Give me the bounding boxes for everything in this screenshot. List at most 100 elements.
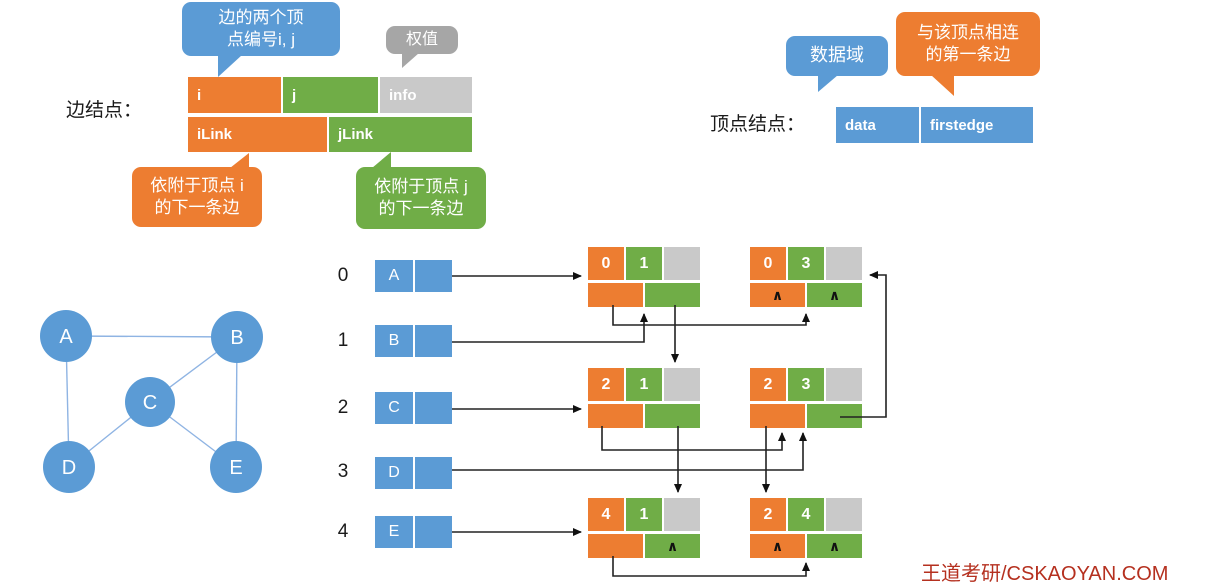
vertex-box-D: D bbox=[375, 457, 452, 489]
vertex-firstedge-cell bbox=[415, 516, 452, 548]
edge-j-cell: 3 bbox=[788, 247, 824, 280]
edge-i-cell: 0 bbox=[588, 247, 624, 280]
vertex-firstedge-cell bbox=[415, 325, 452, 357]
cell-jlink: jLink bbox=[329, 117, 472, 152]
edge-ilink-cell: ∧ bbox=[750, 283, 805, 307]
callout-line: 依附于顶点 j bbox=[374, 177, 468, 197]
edge-node-2-1: 2 1 bbox=[588, 368, 700, 428]
vertex-index: 1 bbox=[337, 330, 349, 351]
edge-info-cell bbox=[664, 498, 700, 531]
graph-node-label: D bbox=[62, 457, 76, 479]
watermark: 王道考研/CSKAOYAN.COM bbox=[921, 563, 1169, 585]
callout-line: 的下一条边 bbox=[154, 198, 240, 217]
graph-node bbox=[210, 441, 262, 493]
graph-node bbox=[125, 377, 175, 427]
edge-template-row1: i j info bbox=[188, 77, 472, 113]
vertex-data-cell: D bbox=[375, 457, 413, 489]
vertex-index: 0 bbox=[337, 265, 349, 286]
graph-node bbox=[40, 310, 92, 362]
callout-line: 边的两个顶 bbox=[218, 8, 304, 28]
graph-node bbox=[43, 441, 95, 493]
vertex-box-E: E bbox=[375, 516, 452, 548]
callout-line: 权值 bbox=[405, 30, 438, 48]
edge-j-cell: 3 bbox=[788, 368, 824, 401]
edge-ilink-cell bbox=[588, 283, 643, 307]
edge-jlink-cell bbox=[807, 404, 862, 428]
callout-line: 的下一条边 bbox=[378, 199, 464, 218]
vertex-box-B: B bbox=[375, 325, 452, 357]
vertex-template-row: data firstedge bbox=[836, 107, 1033, 143]
edge-ilink-cell: ∧ bbox=[750, 534, 805, 558]
callout-edge-vertices: 边的两个顶 点编号i, j bbox=[182, 2, 340, 56]
cell-data: data bbox=[836, 107, 919, 143]
edge-info-cell bbox=[664, 247, 700, 280]
vertex-firstedge-cell bbox=[415, 457, 452, 489]
callout-line: 数据域 bbox=[810, 45, 864, 66]
vertex-firstedge-cell bbox=[415, 392, 452, 424]
graph-node-label: B bbox=[230, 327, 243, 349]
graph-nodes: A B C D E bbox=[40, 310, 263, 493]
callout-tail bbox=[230, 153, 249, 168]
callout-tail bbox=[218, 55, 242, 77]
edge-node-4-1: 4 1 ∧ bbox=[588, 498, 700, 558]
edge-j-cell: 1 bbox=[626, 247, 662, 280]
cell-firstedge: firstedge bbox=[921, 107, 1033, 143]
graph-node-label: E bbox=[229, 457, 242, 479]
edge-j-cell: 4 bbox=[788, 498, 824, 531]
arrow-21-ilink bbox=[601, 426, 786, 451]
callout-weight: 权值 bbox=[386, 26, 458, 54]
edge-i-cell: 4 bbox=[588, 498, 624, 531]
edge-jlink-cell bbox=[645, 283, 700, 307]
edge-info-cell bbox=[826, 368, 862, 401]
edge-i-cell: 2 bbox=[750, 368, 786, 401]
vertex-data-cell: B bbox=[375, 325, 413, 357]
edge-node-2-4: 2 4 ∧ ∧ bbox=[750, 498, 862, 558]
edge-node-0-3: 0 3 ∧ ∧ bbox=[750, 247, 862, 307]
arrow-D-firstedge bbox=[452, 432, 807, 471]
cell-j: j bbox=[283, 77, 378, 113]
edge-j-cell: 1 bbox=[626, 498, 662, 531]
graph-figure: A B C D E bbox=[40, 310, 263, 493]
graph-edge-AB bbox=[65, 335, 238, 338]
callout-ilink-note: 依附于顶点 i 的下一条边 bbox=[132, 167, 262, 227]
edge-info-cell bbox=[826, 498, 862, 531]
vertex-firstedge-cell bbox=[415, 260, 452, 292]
graph-node-label: C bbox=[143, 392, 157, 414]
edge-jlink-cell bbox=[645, 404, 700, 428]
callout-tail bbox=[931, 75, 954, 96]
edge-node-0-1: 0 1 bbox=[588, 247, 700, 307]
edge-node-label: 边结点： bbox=[66, 100, 143, 121]
vertex-data-cell: A bbox=[375, 260, 413, 292]
edge-info-cell bbox=[826, 247, 862, 280]
edge-jlink-cell: ∧ bbox=[645, 534, 700, 558]
graph-node bbox=[211, 311, 263, 363]
callout-tail bbox=[372, 152, 391, 168]
edge-i-cell: 2 bbox=[750, 498, 786, 531]
edge-i-cell: 0 bbox=[750, 247, 786, 280]
arrow-B-firstedge bbox=[452, 313, 648, 343]
edge-ilink-cell bbox=[750, 404, 805, 428]
callout-line: 与该顶点相连 bbox=[917, 23, 1019, 43]
edge-i-cell: 2 bbox=[588, 368, 624, 401]
edge-ilink-cell bbox=[588, 534, 643, 558]
callout-firstedge-note: 与该顶点相连 的第一条边 bbox=[896, 12, 1040, 76]
cell-ilink: iLink bbox=[188, 117, 327, 152]
edge-template-row2: iLink jLink bbox=[188, 117, 472, 152]
edge-jlink-cell: ∧ bbox=[807, 283, 862, 307]
callout-data-field: 数据域 bbox=[786, 36, 888, 76]
callout-tail bbox=[818, 75, 838, 92]
arrow-41-ilink bbox=[612, 556, 810, 577]
graph-node-label: A bbox=[59, 326, 73, 348]
edge-ilink-cell bbox=[588, 404, 643, 428]
vertex-index: 2 bbox=[337, 397, 349, 418]
cell-i: i bbox=[188, 77, 281, 113]
arrow-01-ilink bbox=[612, 305, 810, 326]
cell-info: info bbox=[380, 77, 472, 113]
vertex-box-C: C bbox=[375, 392, 452, 424]
edge-info-cell bbox=[664, 368, 700, 401]
vertex-data-cell: E bbox=[375, 516, 413, 548]
vertex-index: 4 bbox=[337, 521, 349, 542]
callout-line: 点编号i, j bbox=[227, 30, 295, 49]
callout-line: 的第一条边 bbox=[925, 45, 1011, 64]
